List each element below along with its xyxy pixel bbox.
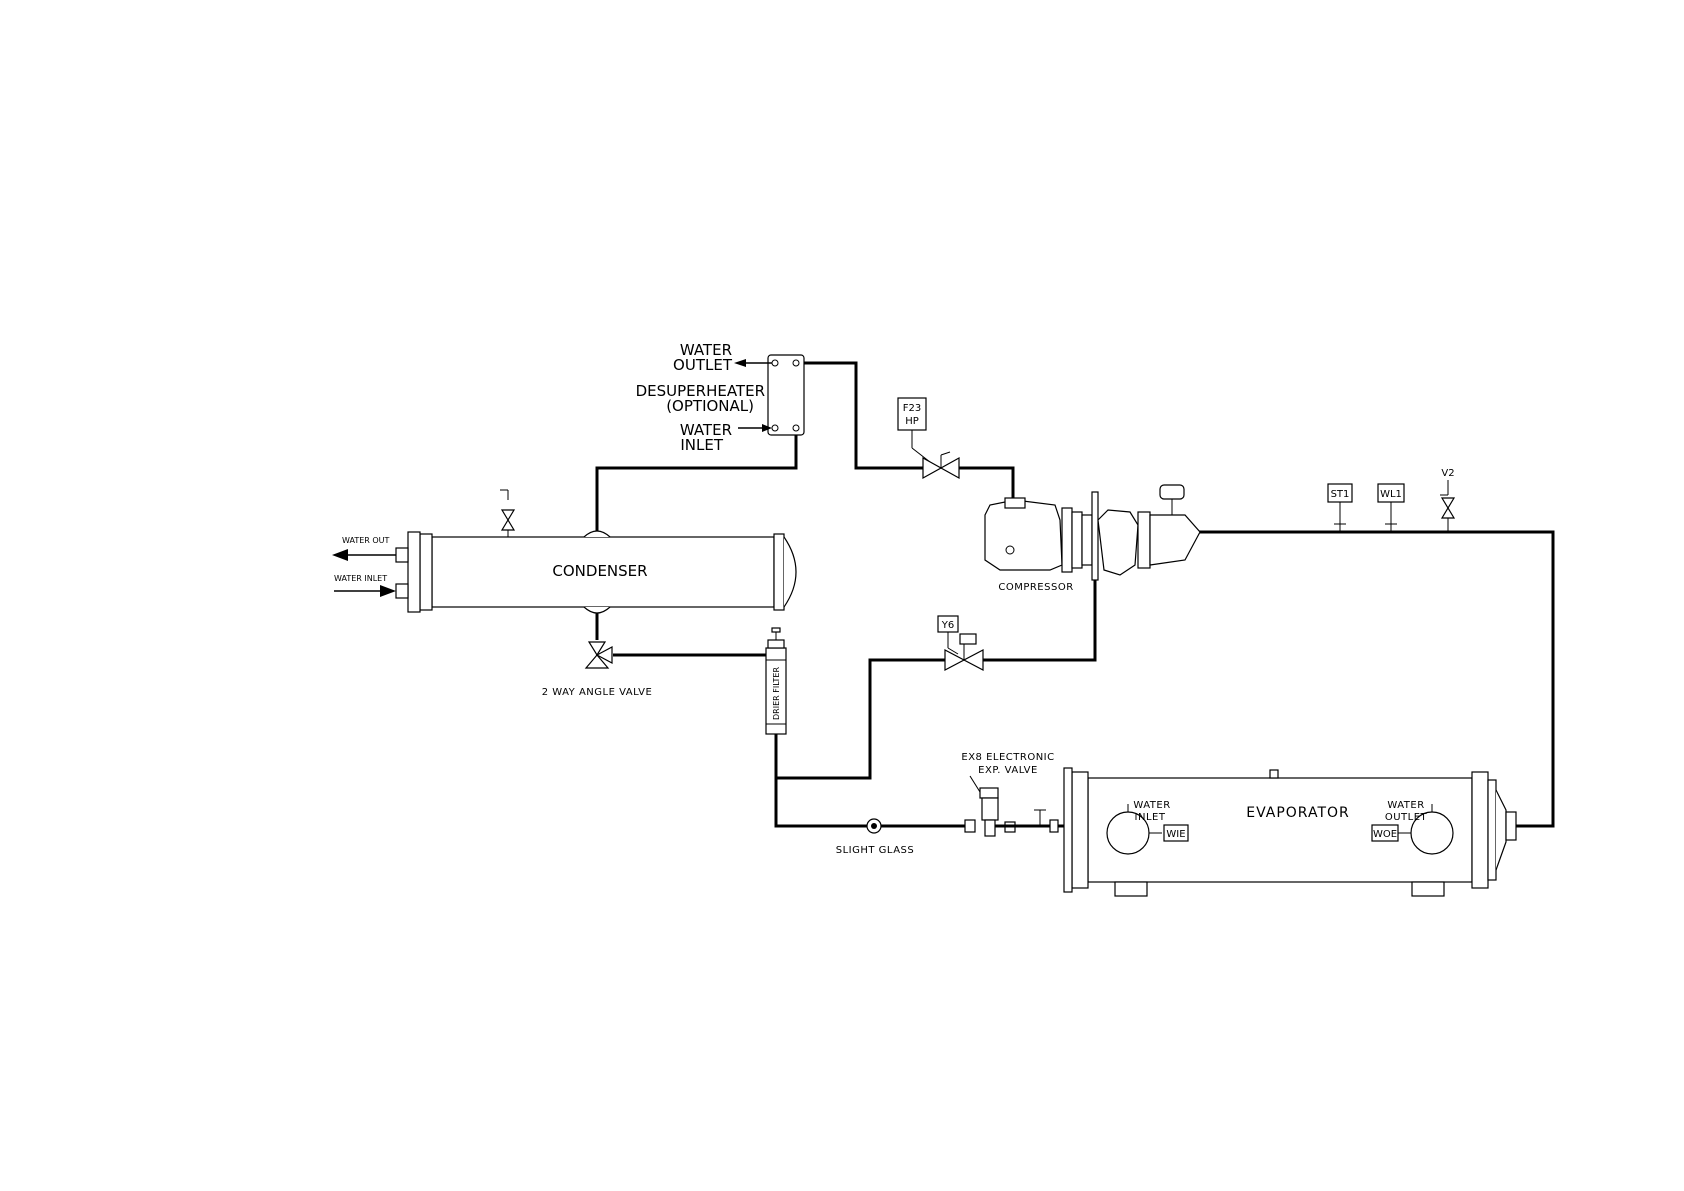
drier-filter-label: DRIER FILTER [772, 667, 781, 720]
condenser: CONDENSER [395, 525, 797, 614]
v2-label: V2 [1441, 468, 1454, 479]
desuperheater: WATER OUTLET DESUPERHEATER (OPTIONAL) WA… [636, 341, 805, 454]
evap-water-outlet-1: WATER [1387, 800, 1424, 811]
water-inlet-label: WATER INLET [334, 574, 387, 583]
compressor-label: COMPRESSOR [998, 582, 1073, 593]
evaporator: EVAPORATOR WATER INLET WIE WATER OUTLET … [1063, 767, 1517, 897]
evap-water-outlet-2: OUTLET [1385, 812, 1428, 823]
slight-glass-label: SLIGHT GLASS [836, 845, 915, 856]
exv-label-2: EXP. VALVE [978, 765, 1038, 776]
electronic-expansion-valve: EX8 ELECTRONIC EXP. VALVE [961, 752, 1070, 837]
wie-label: WIE [1166, 829, 1185, 840]
sight-glass: SLIGHT GLASS [836, 818, 915, 856]
woe-label: WOE [1373, 829, 1397, 840]
water-out-label: WATER OUT [342, 536, 390, 545]
desup-water-outlet-1: WATER [680, 341, 732, 359]
desup-water-inlet-1: WATER [680, 421, 732, 439]
condenser-relief-valve [500, 489, 516, 531]
desup-label-1: DESUPERHEATER [636, 382, 765, 400]
refrigerant-piping [595, 361, 1555, 828]
compressor: COMPRESSOR [984, 484, 1201, 593]
sensor-wl1: WL1 [1377, 483, 1405, 532]
condenser-label: CONDENSER [552, 562, 647, 580]
valve-v2: V2 [1440, 468, 1456, 532]
drier-filter: DRIER FILTER [765, 627, 787, 735]
angle-valve-label: 2 WAY ANGLE VALVE [542, 687, 653, 698]
angle-valve: 2 WAY ANGLE VALVE [542, 641, 653, 698]
evap-water-inlet-2: INLET [1135, 812, 1166, 823]
exv-label-1: EX8 ELECTRONIC [961, 752, 1054, 763]
sensor-st1: ST1 [1327, 483, 1353, 532]
evaporator-label: EVAPORATOR [1246, 805, 1350, 821]
st1-label: ST1 [1331, 489, 1350, 500]
condenser-water-connections: WATER OUT WATER INLET [332, 536, 396, 597]
desup-water-outlet-2: OUTLET [673, 356, 733, 374]
desup-label-2: (OPTIONAL) [666, 397, 754, 415]
y6-label: Y6 [941, 620, 954, 631]
desup-water-inlet-2: INLET [680, 436, 723, 454]
discharge-valve [922, 451, 960, 480]
wl1-label: WL1 [1380, 489, 1402, 500]
hp-switch-f23: F23 HP [897, 397, 931, 463]
f23-label: F23 [903, 403, 921, 414]
solenoid-y6: Y6 [937, 615, 984, 671]
f23-hp-label: HP [905, 416, 919, 427]
evap-water-inlet-1: WATER [1133, 800, 1170, 811]
